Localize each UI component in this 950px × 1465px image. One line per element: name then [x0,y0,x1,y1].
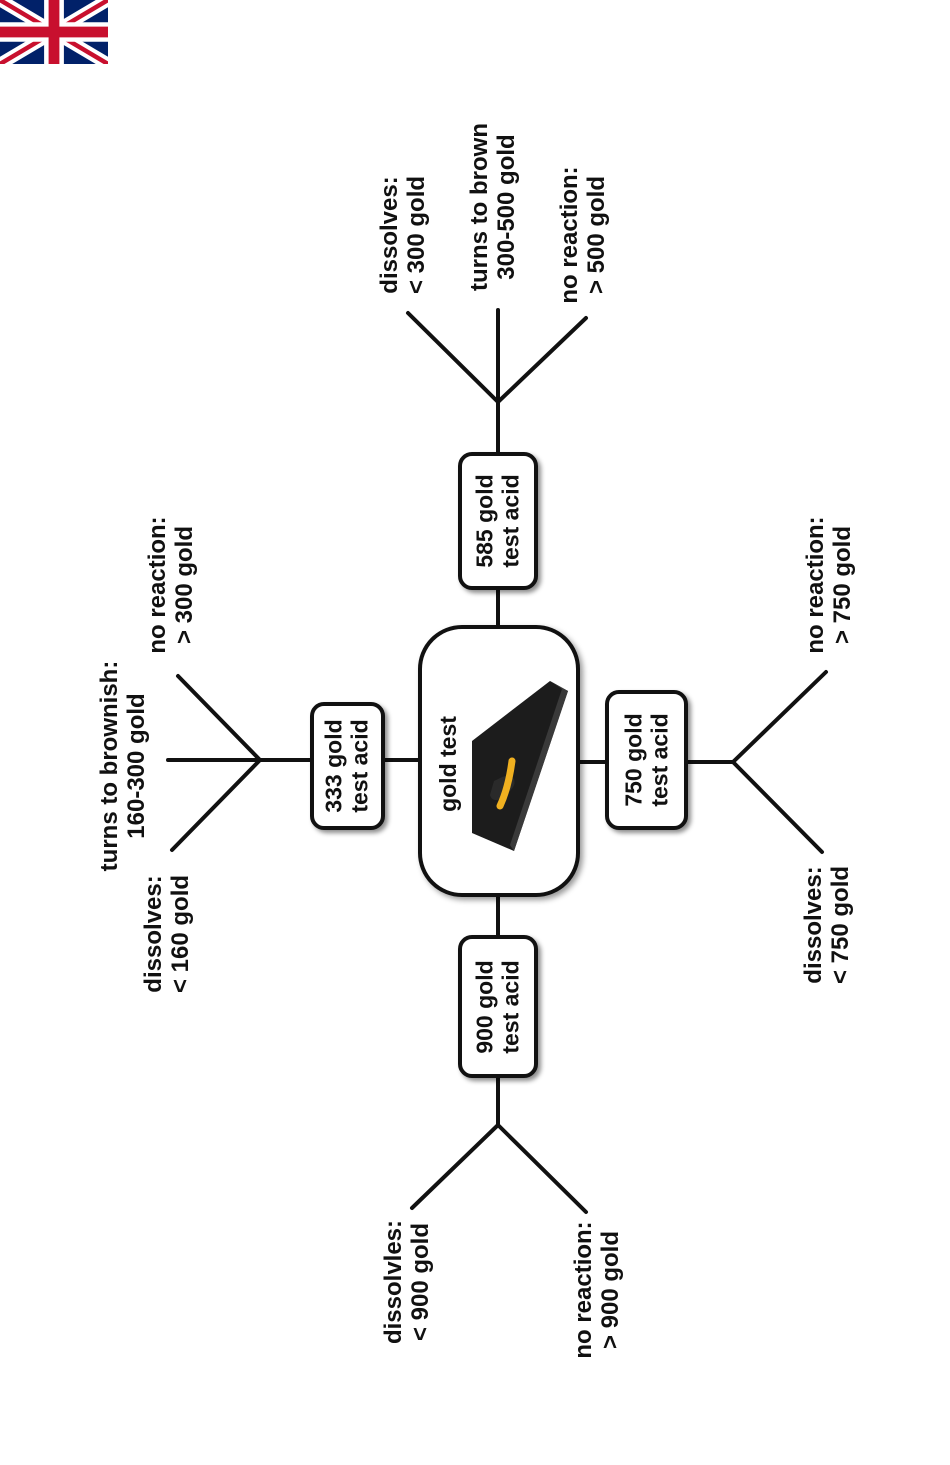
touchstone-with-gold-streak-icon [472,681,568,851]
union-jack-flag-icon [0,0,108,64]
acid-333-box: 333 gold test acid [310,702,385,830]
acid-585-box: 585 gold test acid [458,452,538,590]
fork-750-none [731,670,828,764]
fork-333-none [176,674,262,762]
acid-900-line2: test acid [498,960,524,1054]
fork-585-dissolves [406,311,500,404]
gold-test-box: gold test [418,625,580,897]
acid-585-line1: 585 gold [471,474,498,568]
acid-585-line2: test acid [498,474,524,568]
acid-333-line1: 333 gold [320,719,347,813]
acid-900-box: 900 gold test acid [458,935,538,1078]
fork-585-none [496,316,588,404]
acid-900-line1: 900 gold [471,960,498,1054]
fork-900-dissolves [410,1123,500,1210]
acid-750-line1: 750 gold [620,713,647,807]
acid-750-line2: test acid [647,713,673,807]
acid-333-line2: test acid [347,719,373,813]
fork-333-dissolves [170,758,262,852]
gold-test-title: gold test [435,716,462,812]
fork-900-none [496,1123,588,1214]
acid-750-box: 750 gold test acid [605,690,688,830]
fork-750-dissolves [731,760,824,854]
